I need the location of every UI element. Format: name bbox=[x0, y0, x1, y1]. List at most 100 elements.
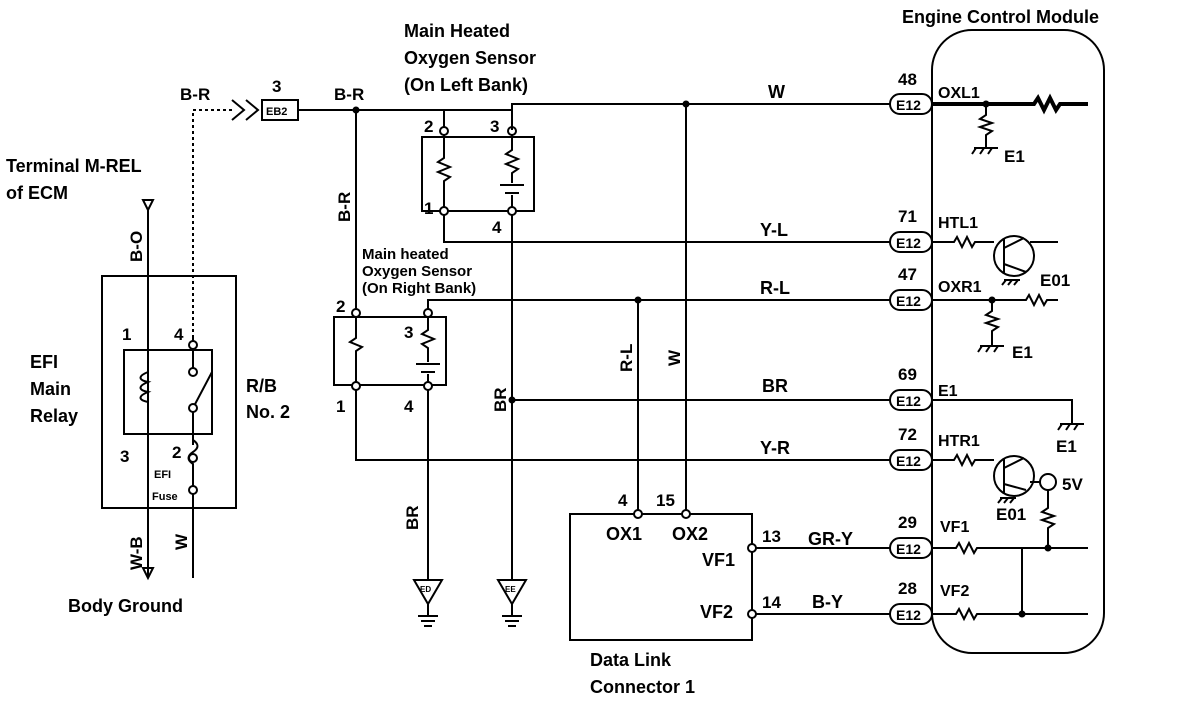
svg-text:5V: 5V bbox=[1062, 475, 1083, 494]
wire-br-main bbox=[298, 109, 513, 130]
svg-text:Oxygen Sensor: Oxygen Sensor bbox=[362, 263, 472, 280]
svg-text:Main heated: Main heated bbox=[362, 246, 449, 263]
svg-text:W: W bbox=[172, 533, 191, 550]
svg-text:14: 14 bbox=[762, 593, 781, 612]
svg-text:E01: E01 bbox=[1040, 271, 1070, 290]
svg-text:15: 15 bbox=[656, 491, 675, 510]
svg-text:VF1: VF1 bbox=[702, 550, 735, 570]
svg-text:OX1: OX1 bbox=[606, 524, 642, 544]
svg-text:E1: E1 bbox=[1004, 147, 1025, 166]
wire-label-br-top2: B-R bbox=[334, 85, 364, 104]
svg-text:B-Y: B-Y bbox=[812, 592, 843, 612]
svg-text:29: 29 bbox=[898, 513, 917, 532]
relay-box bbox=[101, 275, 237, 509]
ecm-title: Engine Control Module bbox=[902, 7, 1099, 27]
svg-text:VF1: VF1 bbox=[940, 519, 969, 536]
svg-text:OXR1: OXR1 bbox=[938, 279, 982, 296]
svg-text:HTR1: HTR1 bbox=[938, 433, 980, 450]
svg-text:W: W bbox=[665, 349, 684, 366]
svg-text:13: 13 bbox=[762, 527, 781, 546]
svg-text:R/B: R/B bbox=[246, 376, 277, 396]
svg-text:VF2: VF2 bbox=[700, 602, 733, 622]
svg-text:EFI: EFI bbox=[154, 469, 171, 481]
svg-text:R-L: R-L bbox=[760, 278, 790, 298]
svg-text:EE: EE bbox=[505, 585, 516, 594]
svg-text:2: 2 bbox=[424, 117, 433, 136]
left-sensor-title1: Main Heated bbox=[404, 21, 510, 41]
svg-text:HTL1: HTL1 bbox=[938, 215, 978, 232]
svg-text:72: 72 bbox=[898, 425, 917, 444]
svg-text:BR: BR bbox=[403, 505, 422, 530]
wire-w-oxl1 bbox=[511, 103, 890, 130]
svg-text:47: 47 bbox=[898, 265, 917, 284]
svg-text:2: 2 bbox=[336, 297, 345, 316]
ground-ee bbox=[496, 579, 528, 627]
ecm-internals: OXL1 E1 HTL1 E01 OXR1 E1 E1 E1 HTR1 5V E… bbox=[932, 85, 1088, 622]
svg-text:1: 1 bbox=[122, 325, 131, 344]
svg-text:OX2: OX2 bbox=[672, 524, 708, 544]
svg-text:E12: E12 bbox=[896, 97, 921, 113]
wire-label-br-vert: B-R bbox=[335, 192, 354, 222]
svg-text:E12: E12 bbox=[896, 541, 921, 557]
svg-text:E12: E12 bbox=[896, 607, 921, 623]
dlc-box bbox=[569, 513, 753, 641]
svg-text:71: 71 bbox=[898, 207, 917, 226]
svg-text:E12: E12 bbox=[896, 293, 921, 309]
svg-text:E12: E12 bbox=[896, 453, 921, 469]
right-sensor-box bbox=[333, 316, 447, 386]
svg-text:69: 69 bbox=[898, 365, 917, 384]
svg-text:W: W bbox=[768, 82, 785, 102]
left-sensor-title2: Oxygen Sensor bbox=[404, 48, 536, 68]
left-sensor-box bbox=[421, 136, 535, 212]
left-sensor-title3: (On Left Bank) bbox=[404, 75, 528, 95]
svg-text:OXL1: OXL1 bbox=[938, 85, 980, 102]
svg-text:EFI: EFI bbox=[30, 352, 58, 372]
svg-text:Data Link: Data Link bbox=[590, 650, 672, 670]
connector-arrow bbox=[231, 99, 260, 121]
svg-text:B-O: B-O bbox=[127, 231, 146, 262]
svg-text:3: 3 bbox=[490, 117, 499, 136]
svg-text:R-L: R-L bbox=[617, 344, 636, 372]
svg-text:4: 4 bbox=[618, 491, 628, 510]
svg-text:(On Right Bank): (On Right Bank) bbox=[362, 280, 476, 297]
left-o2-element bbox=[500, 135, 524, 207]
wire-relay-switch bbox=[187, 338, 213, 578]
svg-text:3: 3 bbox=[120, 447, 129, 466]
svg-text:E1: E1 bbox=[938, 383, 958, 400]
ecm-box bbox=[931, 29, 1105, 654]
svg-text:Y-R: Y-R bbox=[760, 438, 790, 458]
svg-text:Connector 1: Connector 1 bbox=[590, 677, 695, 697]
svg-text:GR-Y: GR-Y bbox=[808, 529, 853, 549]
svg-text:E01: E01 bbox=[996, 505, 1026, 524]
svg-text:ED: ED bbox=[420, 585, 431, 594]
svg-text:1: 1 bbox=[336, 397, 345, 416]
svg-text:of ECM: of ECM bbox=[6, 183, 68, 203]
svg-text:E12: E12 bbox=[896, 235, 921, 251]
svg-text:Fuse: Fuse bbox=[152, 491, 178, 503]
ground-ed bbox=[412, 579, 444, 627]
relay-inner bbox=[123, 349, 213, 435]
svg-text:BR: BR bbox=[762, 376, 788, 396]
right-o2-element bbox=[416, 317, 440, 382]
wire-yl-htl1 bbox=[443, 215, 890, 243]
svg-text:VF2: VF2 bbox=[940, 583, 969, 600]
junction-code: EB2 bbox=[266, 106, 287, 118]
svg-text:No. 2: No. 2 bbox=[246, 402, 290, 422]
svg-text:28: 28 bbox=[898, 579, 917, 598]
svg-text:Main: Main bbox=[30, 379, 71, 399]
svg-text:E12: E12 bbox=[896, 393, 921, 409]
wire-yr-htr1 bbox=[355, 390, 890, 461]
svg-text:4: 4 bbox=[174, 325, 184, 344]
svg-text:48: 48 bbox=[898, 70, 917, 89]
wire-label-br-top1: B-R bbox=[180, 85, 210, 104]
svg-text:Body Ground: Body Ground bbox=[68, 596, 183, 616]
svg-text:2: 2 bbox=[172, 443, 181, 462]
ecm-connectors: E12 48 E12 71 E12 47 E12 69 E12 72 E12 29 E12 2… bbox=[889, 70, 933, 625]
svg-text:Terminal M-REL: Terminal M-REL bbox=[6, 156, 142, 176]
svg-text:3: 3 bbox=[404, 323, 413, 342]
svg-text:BR: BR bbox=[491, 387, 510, 412]
svg-text:W-B: W-B bbox=[127, 536, 146, 570]
junction-pin: 3 bbox=[272, 77, 281, 96]
svg-text:Y-L: Y-L bbox=[760, 220, 788, 240]
